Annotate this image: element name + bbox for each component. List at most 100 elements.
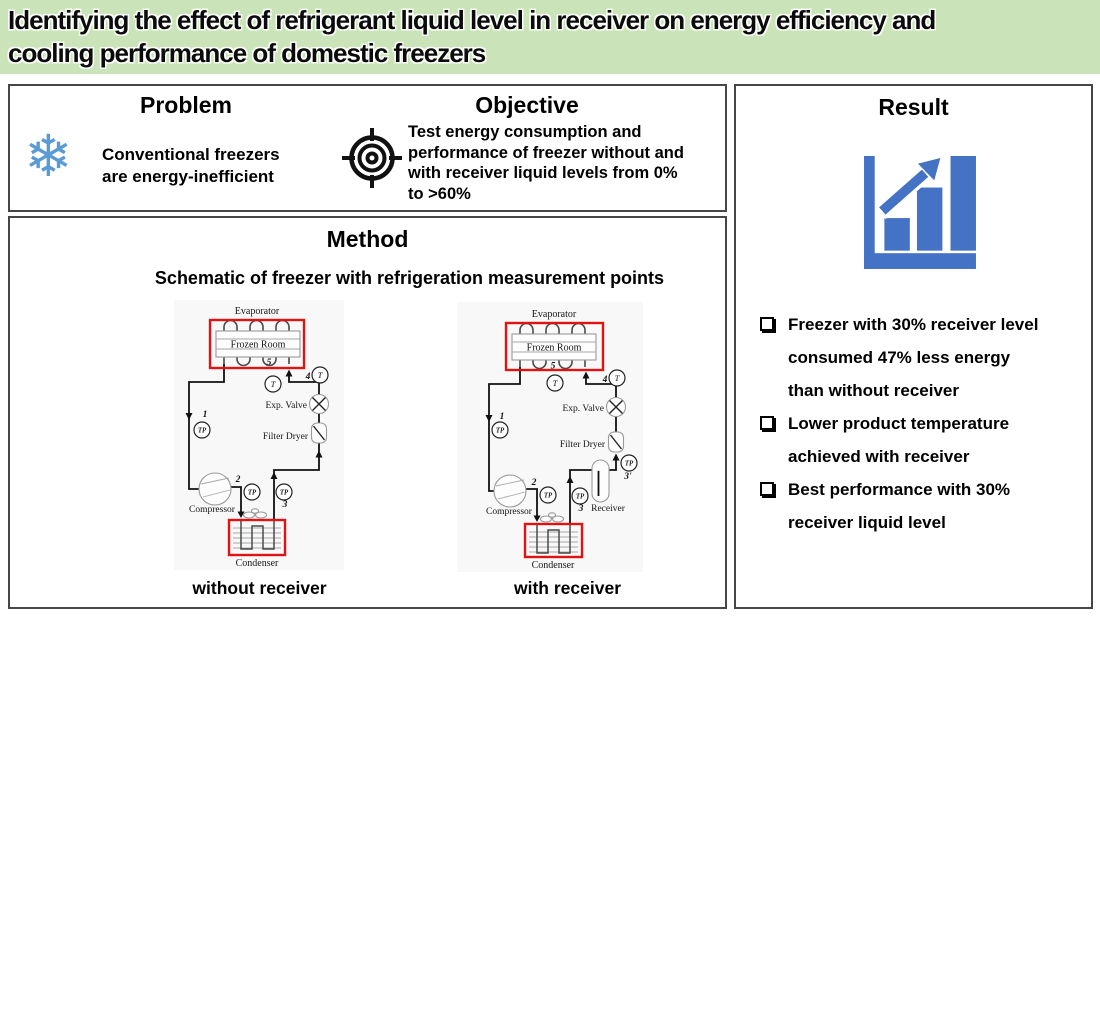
evaporator-label: Evaporator: [532, 309, 577, 320]
snowflake-icon: ❄: [24, 122, 73, 190]
tp-sensor: [491, 421, 509, 439]
expansion-valve-x: [609, 400, 623, 414]
point-4-label: 4: [305, 372, 311, 382]
receiver-symbol: [591, 459, 610, 503]
chart-y-axis: [864, 156, 875, 269]
compressor-label: Compressor: [486, 507, 533, 517]
square-bullet-icon: [760, 482, 774, 496]
flow-arrows: [185, 369, 323, 518]
objective-heading: Objective: [475, 92, 579, 118]
condenser-highlight-box: [523, 522, 584, 559]
objective-text: Test energy consumption and performance …: [408, 123, 684, 203]
schematic-with-receiver: Evaporator Frozen Room: [457, 302, 643, 572]
compressor-symbol: [493, 474, 527, 508]
compressor-detail-lines: [200, 477, 231, 498]
tp-sensor-label: TP: [198, 428, 207, 435]
tp-sensor: [243, 483, 261, 501]
condenser-label: Condenser: [236, 558, 279, 569]
caption-with-receiver: with receiver: [514, 578, 621, 598]
arrow-down-icon: [533, 515, 541, 522]
chart-bar-tall: [950, 156, 976, 251]
t-sensor-label: T: [553, 378, 559, 388]
frozen-room-shelf-lines: [512, 341, 596, 353]
chart-x-axis: [864, 253, 976, 269]
point-4-label: 4: [602, 375, 608, 385]
receiver-label: Receiver: [591, 504, 626, 514]
point-1-label: 1: [203, 410, 208, 420]
title-banner: Identifying the effect of refrigerant li…: [0, 0, 1100, 74]
measurement-points: 5 T 1 TP 2 TP TP 3 TP 3' T: [491, 362, 638, 514]
tp-sensor-label: TP: [625, 461, 634, 468]
expansion-valve-label: Exp. Valve: [562, 404, 604, 414]
temperature-sensor: [311, 366, 329, 384]
compressor-symbol: [198, 472, 232, 506]
condenser-label: Condenser: [532, 560, 575, 571]
fan-icon: [539, 515, 553, 523]
tp-sensor: [571, 487, 589, 505]
arrow-up-icon: [270, 472, 278, 479]
filter-dryer-label: Filter Dryer: [560, 440, 606, 450]
frozen-room-shelf-lines: [216, 338, 300, 350]
point-5-label: 5: [267, 358, 272, 368]
result-bullet-text: Lower product temperature achieved with …: [788, 414, 1010, 466]
expansion-valve-label: Exp. Valve: [265, 401, 307, 411]
chart-bar-medium: [916, 187, 943, 251]
arrow-up-icon: [566, 476, 574, 483]
valve-to-evaporator-line: [288, 372, 320, 395]
tp-sensor-label: TP: [576, 494, 585, 501]
point-3prime-label: 3': [623, 472, 632, 482]
measurement-points: 5 T 1 TP 2 TP TP 3 T 4: [193, 358, 329, 510]
condenser-assembly: Condenser: [529, 512, 578, 571]
result-bullet-list: Freezer with 30% receiver level consumed…: [760, 308, 1072, 539]
temperature-sensor: [264, 375, 282, 393]
tp-sensor: [539, 486, 557, 504]
fan-icon: [242, 511, 256, 519]
liquid-line-riser: [273, 443, 320, 520]
point-5-label: 5: [551, 362, 556, 372]
problem-objective-panel: Problem Objective ❄ Conventional freezer…: [8, 84, 727, 212]
target-middle-ring: [357, 143, 387, 173]
point-1-label: 1: [500, 412, 505, 422]
filter-dryer-assembly: Filter Dryer: [263, 422, 328, 444]
point-2-label: 2: [235, 475, 241, 485]
compressor-label: Compressor: [189, 505, 236, 515]
t-sensor-label: T: [615, 373, 621, 383]
condenser-highlight-box: [227, 518, 287, 557]
tp-sensor-label: TP: [496, 428, 505, 435]
arrow-down-icon: [237, 511, 245, 518]
arrow-down-icon: [185, 413, 193, 420]
paper-title-line2: cooling performance of domestic freezers: [8, 38, 486, 68]
chart-bar-small: [884, 218, 910, 251]
method-heading: Method: [326, 226, 409, 252]
discharge-line: [526, 488, 538, 516]
condenser-tube: [536, 524, 571, 554]
square-bullet-icon: [760, 416, 774, 430]
valve-to-evaporator-line: [585, 374, 617, 398]
problem-heading: Problem: [139, 92, 233, 118]
list-item: Freezer with 30% receiver level consumed…: [760, 308, 1072, 407]
trend-arrow-head: [917, 158, 941, 181]
frozen-room-label: Frozen Room: [527, 343, 582, 354]
bar-chart-increase-icon: [864, 156, 976, 269]
square-bullet-icon: [760, 317, 774, 331]
target-icon: [342, 128, 402, 188]
problem-text: Conventional freezers are energy-ineffic…: [102, 145, 280, 186]
list-item: Best performance with 30% receiver liqui…: [760, 473, 1072, 539]
t-sensor-label: T: [271, 379, 277, 389]
t-sensor-label: T: [318, 370, 324, 380]
evaporator-label: Evaporator: [235, 306, 280, 317]
tp-sensor: [193, 421, 211, 439]
paper-title-line1: Identifying the effect of refrigerant li…: [8, 5, 936, 35]
method-subtitle: Schematic of freezer with refrigeration …: [154, 268, 665, 288]
compressor-assembly: Compressor: [189, 472, 236, 515]
arrow-up-icon: [582, 371, 590, 379]
point-2-label: 2: [531, 478, 537, 488]
flow-arrows: [485, 371, 620, 522]
condenser-fins: [233, 527, 281, 549]
discharge-line: [231, 486, 242, 514]
filter-dryer-label: Filter Dryer: [263, 432, 309, 442]
fan-icon: [551, 515, 565, 523]
arrow-up-icon: [285, 369, 293, 377]
suction-line: [188, 364, 225, 490]
